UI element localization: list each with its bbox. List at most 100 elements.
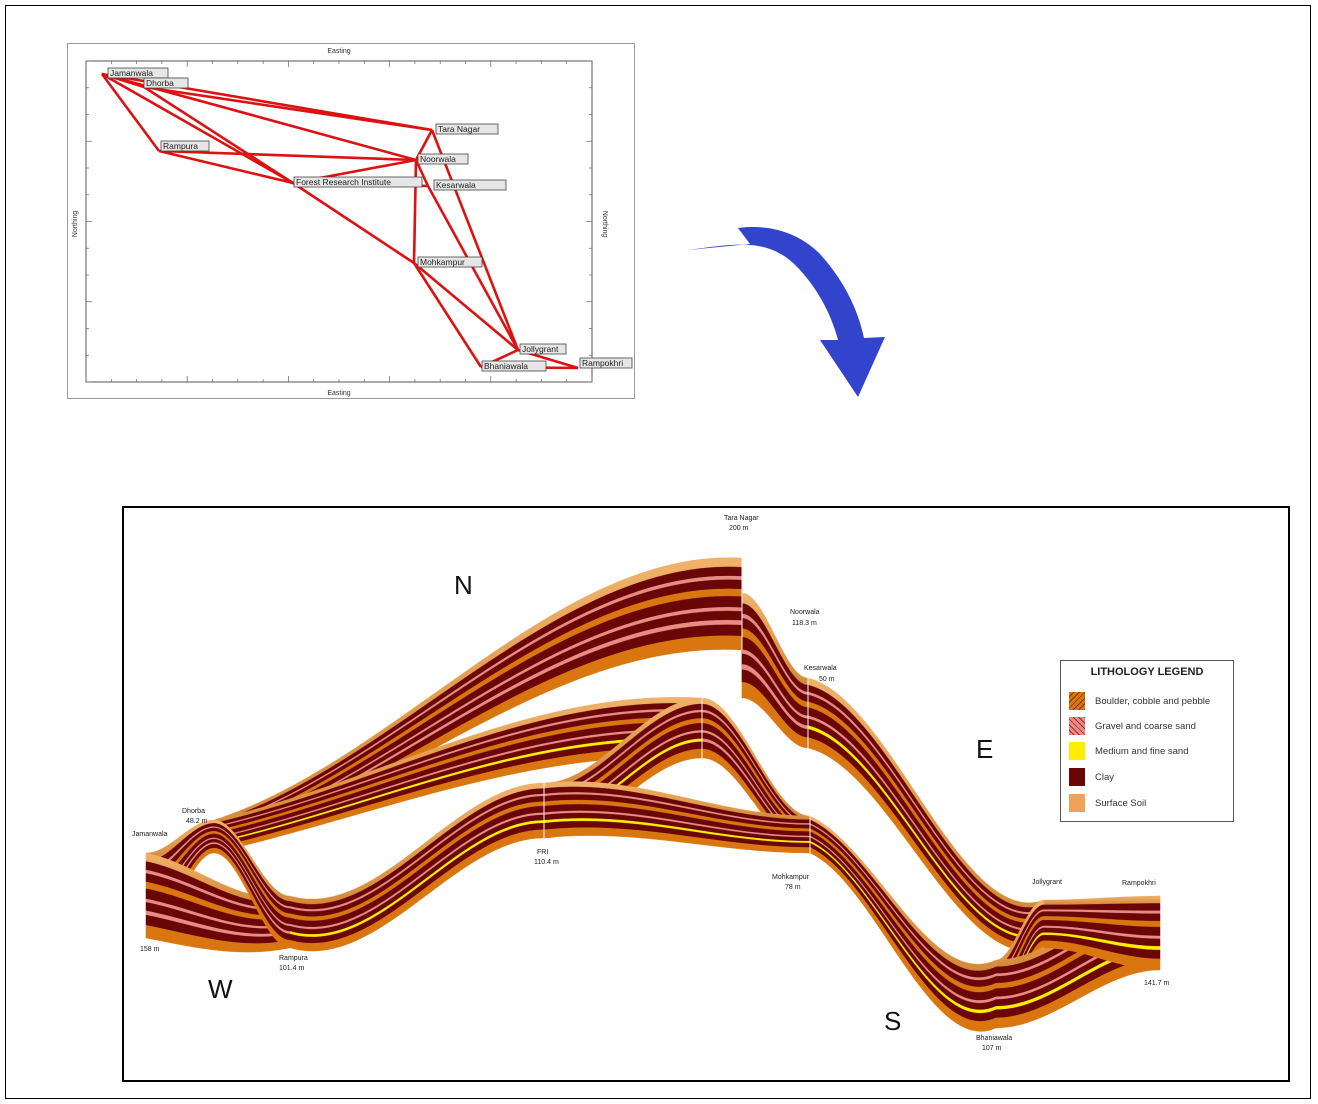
fence-panels <box>145 557 1161 1032</box>
map-station-label-bhaniawala: Bhaniawala <box>484 361 528 371</box>
map-station-kesarwala: Kesarwala <box>433 179 507 191</box>
fence-panel-noorwala-mohkampur <box>701 697 811 854</box>
map-station-tara: Tara Nagar <box>435 123 499 135</box>
fence-panel-noorwala-kesarwala <box>741 592 809 749</box>
legend-label-gravel: Gravel and coarse sand <box>1095 720 1196 732</box>
map-station-label-fri: Forest Research Institute <box>296 177 391 187</box>
fence-canvas: Jamanwala 158 m Dhorba 48.2 m Rampura 10… <box>132 515 1169 1052</box>
map-station-jamanwala: Jamanwala <box>107 67 169 79</box>
map-station-label-tara: Tara Nagar <box>438 124 480 134</box>
map-station-label-jamanwala: Jamanwala <box>110 68 153 78</box>
network-link-dhorba-fri <box>143 85 294 185</box>
label-kesarwala-name: Kesarwala <box>804 665 837 672</box>
map-station-dhorba: Dhorba <box>143 77 189 89</box>
fence-panel-fri-mohkampur <box>543 781 811 854</box>
compass-south: S <box>884 1006 902 1036</box>
legend-swatch-sand <box>1069 742 1085 760</box>
legend-item-gravel: Gravel and coarse sand <box>1069 716 1196 736</box>
legend-item-sand: Medium and fine sand <box>1069 741 1188 761</box>
legend-label-clay: Clay <box>1095 771 1115 783</box>
label-rampura-value: 101.4 m <box>279 965 304 972</box>
network-link-tara-jolly <box>430 129 520 351</box>
map-station-label-jolly: Jollygrant <box>522 344 559 354</box>
network-link-noorwala-mohkampur <box>412 159 418 264</box>
label-rampokhri-name: Rampokhri <box>1122 880 1156 887</box>
borehole-lines <box>543 558 811 853</box>
legend-swatch-boulder <box>1069 692 1085 710</box>
fence-panel-jollygrant-rampokhri <box>1043 895 1161 971</box>
map-left-axis-label: Northing <box>72 211 79 238</box>
label-mohkampur-name: Mohkampur <box>772 874 810 881</box>
network-link-mohkampur-bhaniawala <box>412 262 483 368</box>
map-station-label-mohkampur: Mohkampur <box>420 257 465 267</box>
compass-west: W <box>208 974 233 1004</box>
fence-panel-kesarwala-jollygrant <box>807 677 1045 951</box>
legend-label-soil: Surface Soil <box>1095 797 1147 809</box>
network-link-fri-mohkampur <box>292 181 415 265</box>
compass-north: N <box>454 570 473 600</box>
legend-item-boulder: Boulder, cobble and pebble <box>1069 691 1210 711</box>
map-station-label-noorwala: Noorwala <box>420 154 456 164</box>
legend-swatch-clay <box>1069 768 1085 786</box>
legend-item-soil: Surface Soil <box>1069 793 1146 813</box>
map-station-label-dhorba: Dhorba <box>146 78 174 88</box>
label-mohkampur-value: 78 m <box>785 884 801 891</box>
label-tara-value: 200 m <box>729 525 749 532</box>
map-station-rampokhri: Rampokhri <box>579 357 633 369</box>
curved-arrow-icon <box>688 227 885 397</box>
label-fri-value: 110.4 m <box>534 859 559 866</box>
map-axis-ticks <box>85 60 593 383</box>
map-station-fri: Forest Research Institute <box>293 176 423 188</box>
fence-diagram: Jamanwala 158 m Dhorba 48.2 m Rampura 10… <box>122 506 1290 1082</box>
label-noorwala-name: Noorwala <box>790 609 820 616</box>
map-station-bhaniawala: Bhaniawala <box>481 360 547 372</box>
map-station-rampura: Rampura <box>160 140 210 152</box>
label-dhorba-value: 48.2 m <box>186 818 208 825</box>
network-link-kesarwala-jolly <box>426 185 520 351</box>
label-rampura-name: Rampura <box>279 955 308 962</box>
label-tara-name: Tara Nagar <box>724 515 759 522</box>
map-bottom-axis-label: Easting <box>327 390 350 397</box>
network-link-jamanwala-fri <box>101 72 294 185</box>
fence-panel-dhorba-rampura <box>213 819 291 949</box>
legend-item-clay: Clay <box>1069 767 1114 787</box>
legend-label-sand: Medium and fine sand <box>1095 745 1189 757</box>
fence-panel-mohkampur-bhaniawala <box>809 815 997 1032</box>
map-top-axis-label: Easting <box>327 48 350 55</box>
legend-swatch-soil <box>1069 794 1085 812</box>
label-jamanwala-value: 158 m <box>140 946 160 953</box>
map-station-noorwala: Noorwala <box>417 153 469 165</box>
label-noorwala-value: 118.3 m <box>792 620 817 627</box>
map-station-label-rampokhri: Rampokhri <box>582 358 623 368</box>
compass-east: E <box>976 734 994 764</box>
network-link-jamanwala-rampura <box>100 73 161 152</box>
map-station-label-rampura: Rampura <box>163 141 198 151</box>
map-station-label-kesarwala: Kesarwala <box>436 180 476 190</box>
label-bhaniawala-value: 107 m <box>982 1045 1002 1052</box>
network-link-rampura-fri <box>158 149 294 185</box>
figure-frame <box>5 5 1311 1099</box>
legend-swatch-gravel <box>1069 717 1085 735</box>
legend-title: LITHOLOGY LEGEND <box>1090 666 1204 678</box>
label-fri-name: FRI <box>537 849 548 856</box>
fence-layer-dhorba-rampura-10 <box>213 847 291 949</box>
map-canvas: Easting Easting Northing Northing Jamanw… <box>72 48 633 397</box>
network-link-rampura-noorwala <box>158 149 417 162</box>
label-jamanwala-name: Jamanwala <box>132 831 168 838</box>
fence-layer-jollygrant-rampokhri-10 <box>1043 940 1161 971</box>
label-dhorba-name: Dhorba <box>182 808 205 815</box>
map-network-lines <box>100 72 579 370</box>
network-link-mohkampur-jolly <box>413 262 519 351</box>
label-jollygrant-name: Jollygrant <box>1032 879 1062 886</box>
label-bhaniawala-name: Bhaniawala <box>976 1035 1012 1042</box>
label-rampokhri-value: 141.7 m <box>1144 980 1169 987</box>
network-link-dhorba-tara <box>143 85 433 132</box>
station-network-map: Easting Easting Northing Northing Jamanw… <box>67 43 635 399</box>
legend-label-boulder: Boulder, cobble and pebble <box>1095 695 1211 707</box>
lithology-legend: LITHOLOGY LEGEND Boulder, cobble and peb… <box>1060 660 1234 822</box>
label-kesarwala-value: 50 m <box>819 676 835 683</box>
map-station-mohkampur: Mohkampur <box>417 256 483 268</box>
map-right-axis-label: Northing <box>601 211 608 238</box>
map-station-jolly: Jollygrant <box>519 343 567 355</box>
